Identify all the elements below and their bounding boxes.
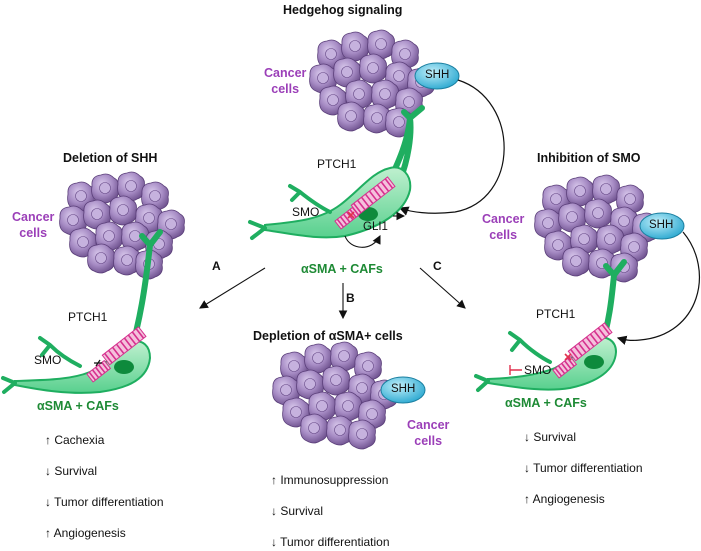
center-gli-arrow: [344, 235, 381, 248]
center-caf-dendrites: [248, 184, 332, 240]
left-effect-4: ↑ Angiogenesis: [45, 526, 126, 540]
right-caf-nucleus: [584, 355, 604, 369]
middle-effect-3: ↓ Tumor differentiation: [271, 535, 390, 549]
right-x-mark: [564, 353, 572, 361]
center-smo-label: SMO: [292, 205, 320, 219]
right-smo-inhibitor-icon: [509, 365, 522, 375]
right-effect-1: ↓ Survival: [524, 430, 577, 444]
right-caf-dendrites: [474, 331, 552, 392]
middle-shh-ligand: [380, 376, 426, 404]
middle-effect-1: ↑ Immunosuppression: [271, 473, 389, 487]
right-caf-label: αSMA + CAFs: [505, 396, 587, 410]
left-ptch1-label: PTCH1: [68, 310, 108, 324]
right-effect-3: ↑ Angiogenesis: [524, 492, 605, 506]
center-tumor: [310, 30, 435, 137]
right-ptch1-label: PTCH1: [536, 307, 576, 321]
left-effect-3: ↓ Tumor differentiation: [45, 495, 164, 509]
middle-effect-2: ↓ Survival: [271, 504, 324, 518]
left-caf-label: αSMA + CAFs: [37, 399, 119, 413]
left-caf-dendrites: [1, 336, 82, 394]
center-shh-text: SHH: [425, 69, 450, 81]
left-effect-1: ↑ Cachexia: [45, 433, 105, 447]
center-signal-arrow: [398, 79, 505, 216]
left-effect-2: ↓ Survival: [45, 464, 98, 478]
middle-shh-text: SHH: [391, 383, 416, 395]
right-shh-ligand: [639, 212, 685, 240]
arrow-c: [419, 267, 466, 309]
center-shh-ligand: [414, 62, 460, 90]
arrow-a-label: A: [212, 259, 221, 273]
diagram-title: Hedgehog signaling: [283, 3, 403, 17]
center-x-mark: [347, 211, 355, 219]
arrow-c-label: C: [433, 259, 442, 273]
arrow-a: [199, 267, 266, 309]
middle-heading: Depletion of αSMA+ cells: [253, 329, 403, 343]
center-gli1-label: GLI1: [363, 221, 388, 233]
center-caf-label: αSMA + CAFs: [301, 262, 383, 276]
right-effect-2: ↓ Tumor differentiation: [524, 461, 643, 475]
right-signal-arrow: [616, 231, 700, 345]
middle-tumor: [273, 342, 398, 449]
right-heading: Inhibition of SMO: [537, 151, 641, 165]
left-caf-nucleus: [114, 360, 134, 374]
right-shh-text: SHH: [649, 219, 674, 231]
arrow-b-label: B: [346, 291, 355, 305]
right-smo-label: SMO: [524, 363, 552, 377]
center-ptch1-label: PTCH1: [317, 157, 357, 171]
left-heading: Deletion of SHH: [63, 151, 158, 165]
left-smo-label: SMO: [34, 353, 62, 367]
left-tumor: [60, 172, 185, 279]
